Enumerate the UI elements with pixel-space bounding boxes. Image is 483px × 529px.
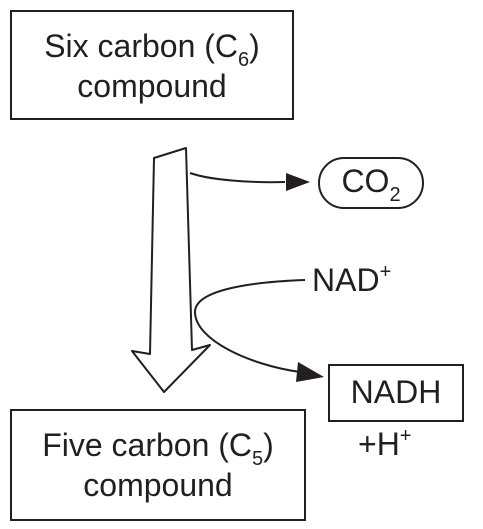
six-carbon-line2: compound <box>77 68 227 104</box>
nad-superscript: + <box>379 261 392 283</box>
hydrogen-superscript: + <box>399 425 412 447</box>
five-carbon-line1: Five carbon (C5) <box>12 425 304 469</box>
six-carbon-line1: Six carbon (C6) <box>12 26 292 70</box>
nadh-arrowhead <box>296 362 324 382</box>
five-carbon-compound-box: Five carbon (C5) compound <box>10 409 306 521</box>
co2-text: CO <box>341 163 390 199</box>
co2-arrowhead <box>286 173 310 191</box>
nadh-text: NADH <box>350 374 442 410</box>
nad-reduction-curve <box>193 279 306 373</box>
nad-text: NAD <box>312 262 380 298</box>
five-carbon-text: Five carbon (C <box>42 427 253 463</box>
co2-release-arrow <box>189 172 286 184</box>
hydrogen-text: +H <box>358 426 400 462</box>
six-carbon-compound-box: Six carbon (C6) compound <box>10 10 294 120</box>
co2-product: CO2 <box>318 157 424 209</box>
six-carbon-text: Six carbon (C <box>44 28 239 64</box>
six-carbon-paren: ) <box>249 28 260 64</box>
nad-label: NAD+ <box>312 260 391 300</box>
main-reaction-arrow <box>131 147 211 393</box>
five-carbon-line2: compound <box>83 467 233 503</box>
co2-subscript: 2 <box>389 184 401 206</box>
five-carbon-subscript: 5 <box>252 448 264 470</box>
hydrogen-ion-label: +H+ <box>358 424 411 464</box>
nadh-box: NADH <box>328 364 464 422</box>
five-carbon-paren: ) <box>263 427 274 463</box>
six-carbon-subscript: 6 <box>238 49 250 71</box>
